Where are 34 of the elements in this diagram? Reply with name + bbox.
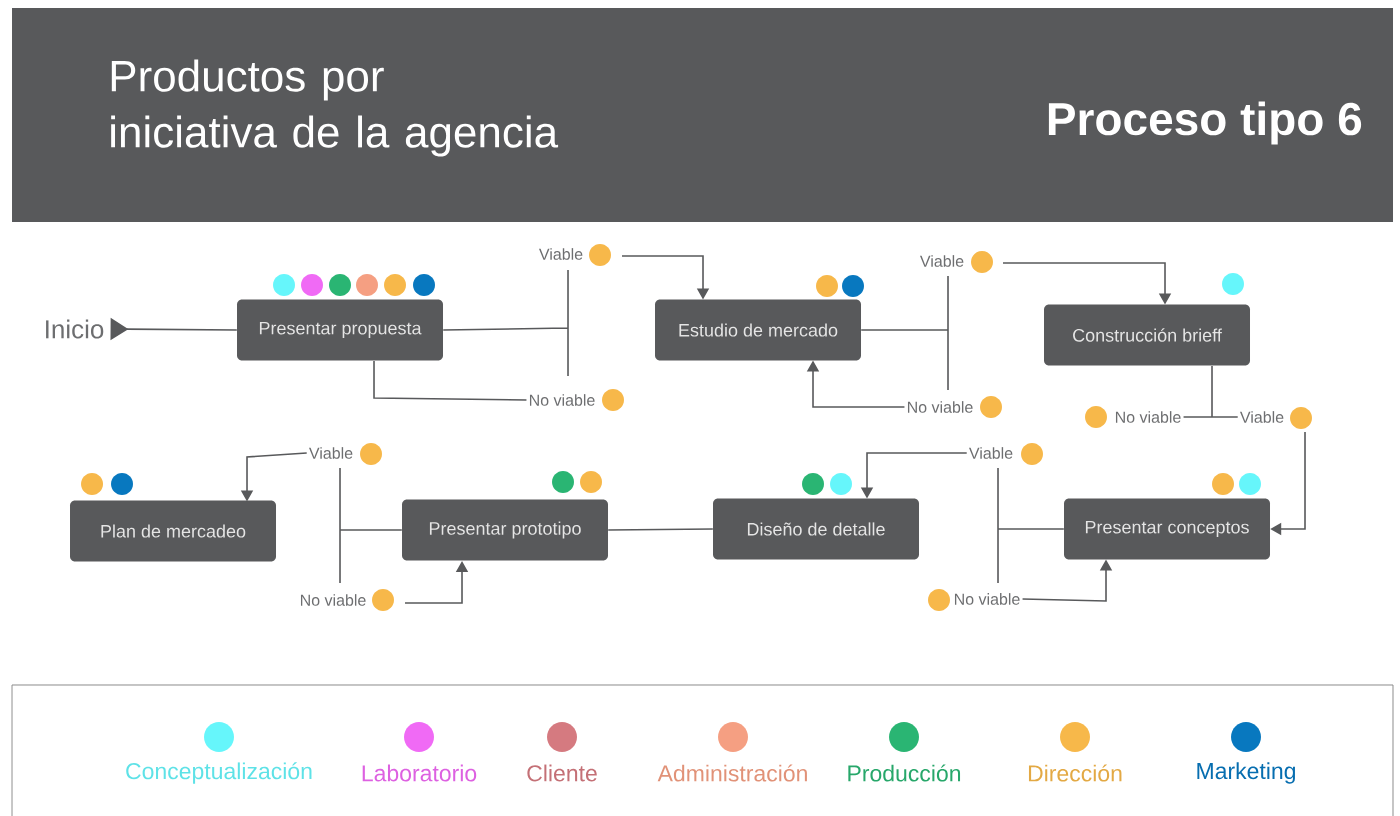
decision-label: Viable xyxy=(539,248,583,260)
start-label: Inicio xyxy=(46,319,104,339)
decision-label: No viable xyxy=(954,593,1020,605)
legend-label: Cliente xyxy=(527,764,597,782)
process-box: Diseño de detalle xyxy=(713,498,919,560)
legend-label: Laboratorio xyxy=(362,764,477,782)
connector xyxy=(607,528,714,531)
connector xyxy=(860,275,949,391)
legend-label: Conceptualización xyxy=(126,762,312,784)
legend-label: Dirección xyxy=(1028,764,1122,782)
decision-label: Viable xyxy=(969,447,1013,459)
title: Productos por iniciativa de la agencia xyxy=(111,59,559,157)
decision-label: No viable xyxy=(301,594,366,606)
legend-label: Marketing xyxy=(1197,762,1295,784)
legend-label: Administración xyxy=(657,764,807,782)
process-box: Plan de mercadeo xyxy=(70,500,276,562)
decision-label: Viable xyxy=(309,447,353,459)
connector xyxy=(373,360,528,401)
connector xyxy=(442,269,569,377)
decision-label: No viable xyxy=(907,401,973,413)
legend-label: Producción xyxy=(848,764,961,782)
process-type-label: Proceso tipo 6 xyxy=(1048,101,1362,145)
process-box: Presentar prototipo xyxy=(402,499,608,561)
decision-label: Viable xyxy=(920,255,964,267)
connector xyxy=(1182,365,1239,418)
connector xyxy=(339,467,403,584)
process-box: Presentar propuesta xyxy=(237,299,443,361)
process-box: Construcción brieff xyxy=(1044,304,1250,366)
process-box: Estudio de mercado xyxy=(655,299,861,361)
decision-label: Viable xyxy=(1240,411,1284,423)
connector xyxy=(997,467,1065,584)
process-box: Presentar conceptos xyxy=(1064,498,1270,560)
decision-label: No viable xyxy=(1115,411,1181,423)
decision-label: No viable xyxy=(530,394,595,406)
